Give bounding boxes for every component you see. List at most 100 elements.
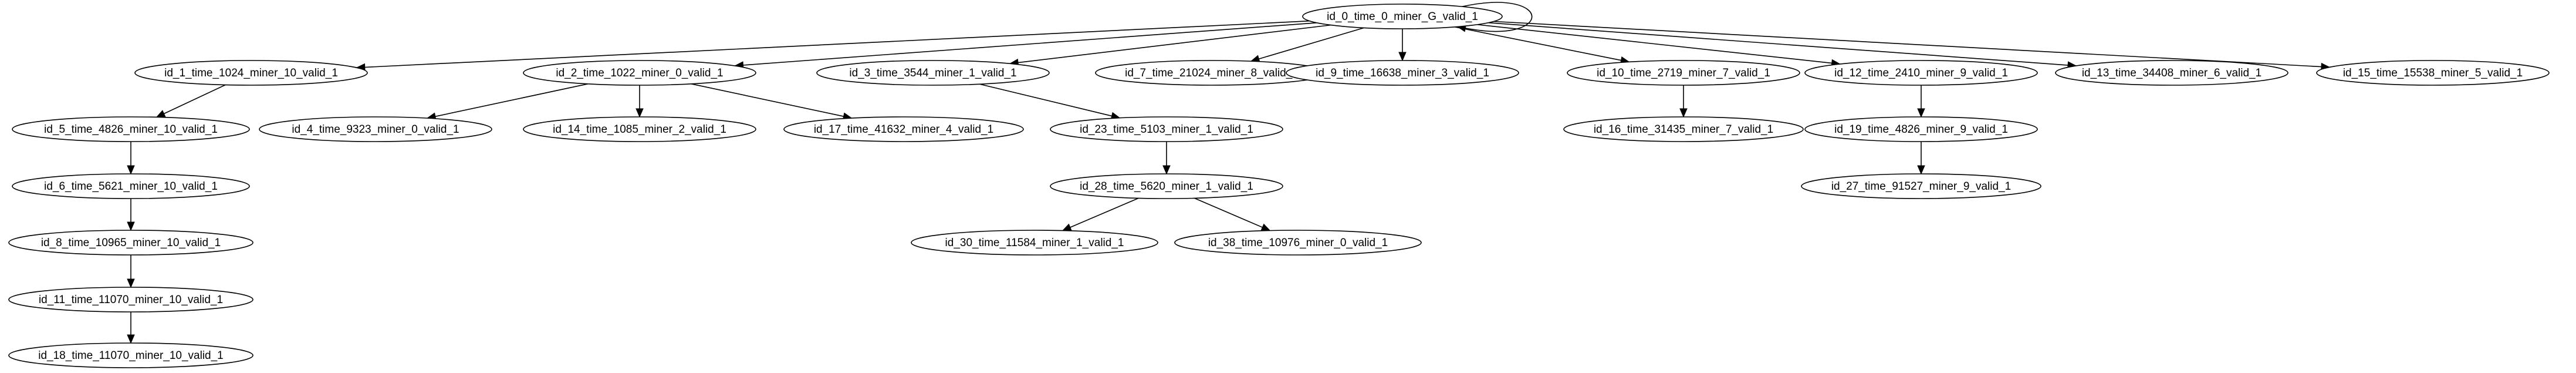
node-label: id_11_time_11070_miner_10_valid_1	[39, 294, 223, 306]
graph-node: id_6_time_5621_miner_10_valid_1	[12, 173, 250, 199]
nodes-layer: id_0_time_0_miner_G_valid_1 id_1_time_102…	[8, 4, 2550, 368]
edge-self-loop	[1462, 2, 1533, 32]
node-label: id_38_time_10976_miner_0_valid_1	[1208, 237, 1388, 249]
edge-n0-to-n12	[1477, 24, 1833, 64]
node-label: id_27_time_91527_miner_9_valid_1	[1831, 180, 2011, 193]
node-ellipse	[2055, 60, 2288, 86]
edge-n0-to-n10	[1455, 26, 1622, 61]
edge-arrowhead	[1917, 165, 1925, 175]
graph-node: id_16_time_31435_miner_7_valid_1	[1563, 116, 1804, 142]
graph-node: id_14_time_1085_miner_2_valid_1	[523, 116, 756, 142]
graph-node: id_0_time_0_miner_G_valid_1	[1302, 4, 1503, 29]
graph-node: id_18_time_11070_miner_10_valid_1	[8, 342, 253, 368]
graph-node: id_27_time_91527_miner_9_valid_1	[1801, 173, 2041, 199]
graph-node: id_28_time_5620_miner_1_valid_1	[1050, 173, 1283, 199]
node-ellipse	[1804, 60, 2038, 86]
node-label: id_23_time_5103_miner_1_valid_1	[1080, 123, 1253, 136]
node-ellipse	[523, 116, 756, 142]
node-label: id_7_time_21024_miner_8_valid_1	[1125, 67, 1299, 79]
node-ellipse	[12, 116, 250, 142]
graph-node: id_30_time_11584_miner_1_valid_1	[911, 230, 1158, 256]
node-ellipse	[134, 60, 368, 86]
node-ellipse	[1050, 173, 1283, 199]
node-ellipse	[1563, 116, 1804, 142]
node-label: id_5_time_4826_miner_10_valid_1	[44, 123, 218, 136]
edge-n0-to-n1	[363, 20, 1310, 68]
node-ellipse	[911, 230, 1158, 256]
node-label: id_2_time_1022_miner_0_valid_1	[556, 67, 723, 79]
node-ellipse	[1804, 116, 2038, 142]
graph-node: id_11_time_11070_miner_10_valid_1	[8, 287, 253, 312]
node-label: id_17_time_41632_miner_4_valid_1	[814, 123, 993, 136]
edge-arrowhead	[127, 278, 135, 288]
node-ellipse	[8, 230, 253, 256]
edge-n2-to-n17	[691, 83, 845, 117]
edges-layer	[127, 2, 2331, 344]
node-ellipse	[8, 287, 253, 312]
edge-n0-to-n7	[1257, 27, 1364, 60]
graph-node: id_3_time_3544_miner_1_valid_1	[816, 60, 1050, 86]
graph-node: id_9_time_16638_miner_3_valid_1	[1286, 60, 1519, 86]
graph-node: id_13_time_34408_miner_6_valid_1	[2055, 60, 2288, 86]
node-label: id_13_time_34408_miner_6_valid_1	[2082, 67, 2261, 79]
node-ellipse	[1302, 4, 1503, 29]
node-ellipse	[259, 116, 492, 142]
node-label: id_6_time_5621_miner_10_valid_1	[44, 180, 218, 193]
node-ellipse	[523, 60, 756, 86]
node-label: id_18_time_11070_miner_10_valid_1	[38, 350, 224, 362]
node-ellipse	[816, 60, 1050, 86]
node-ellipse	[1567, 60, 1800, 86]
edge-arrowhead	[127, 165, 135, 175]
node-ellipse	[1801, 173, 2041, 199]
node-label: id_10_time_2719_miner_7_valid_1	[1597, 67, 1770, 79]
edge-n28-to-n30	[1069, 197, 1139, 228]
edge-arrowhead	[1162, 165, 1171, 175]
edge-n3-to-n23	[979, 83, 1113, 117]
node-ellipse	[1174, 230, 1422, 256]
graph-node: id_17_time_41632_miner_4_valid_1	[783, 116, 1024, 142]
node-label: id_1_time_1024_miner_10_valid_1	[164, 67, 338, 79]
node-ellipse	[2316, 60, 2550, 86]
edge-arrowhead	[1679, 108, 1688, 118]
node-ellipse	[8, 342, 253, 368]
edge-arrowhead	[1260, 223, 1271, 231]
node-label: id_8_time_10965_miner_10_valid_1	[41, 237, 221, 249]
node-label: id_9_time_16638_miner_3_valid_1	[1316, 67, 1489, 79]
node-label: id_28_time_5620_miner_1_valid_1	[1080, 180, 1253, 193]
graph-node: id_12_time_2410_miner_9_valid_1	[1804, 60, 2038, 86]
edge-arrowhead	[1398, 52, 1407, 62]
edge-n0-to-n13	[1488, 22, 2070, 66]
edge-n0-to-n3	[1016, 24, 1331, 63]
graph-node: id_1_time_1024_miner_10_valid_1	[134, 60, 368, 86]
edge-arrowhead	[155, 110, 166, 118]
node-label: id_16_time_31435_miner_7_valid_1	[1594, 123, 1773, 136]
node-ellipse	[783, 116, 1024, 142]
node-label: id_12_time_2410_miner_9_valid_1	[1834, 67, 2008, 79]
node-label: id_15_time_15538_miner_5_valid_1	[2343, 67, 2523, 79]
graph-node: id_38_time_10976_miner_0_valid_1	[1174, 230, 1422, 256]
node-label: id_3_time_3544_miner_1_valid_1	[849, 67, 1016, 79]
edge-n1-to-n5	[163, 84, 226, 115]
edge-arrowhead	[1917, 108, 1925, 118]
edge-arrowhead	[1061, 223, 1072, 231]
graph-node: id_15_time_15538_miner_5_valid_1	[2316, 60, 2550, 86]
graph-node: id_10_time_2719_miner_7_valid_1	[1567, 60, 1800, 86]
graph-node: id_7_time_21024_miner_8_valid_1	[1095, 60, 1328, 86]
node-ellipse	[12, 173, 250, 199]
edge-n0-to-n15	[1493, 21, 2323, 68]
graph-node: id_8_time_10965_miner_10_valid_1	[8, 230, 253, 256]
node-label: id_4_time_9323_miner_0_valid_1	[292, 123, 459, 136]
node-label: id_30_time_11584_miner_1_valid_1	[945, 237, 1124, 249]
graph-node: id_19_time_4826_miner_9_valid_1	[1804, 116, 2038, 142]
graph-node: id_4_time_9323_miner_0_valid_1	[259, 116, 492, 142]
node-label: id_0_time_0_miner_G_valid_1	[1327, 11, 1478, 23]
node-ellipse	[1286, 60, 1519, 86]
graph-node: id_23_time_5103_miner_1_valid_1	[1050, 116, 1283, 142]
edge-arrowhead	[635, 108, 644, 118]
edge-n0-to-n2	[742, 22, 1317, 66]
edge-arrowhead	[127, 334, 135, 344]
edge-arrowhead	[127, 221, 135, 231]
node-ellipse	[1050, 116, 1283, 142]
graph-node: id_5_time_4826_miner_10_valid_1	[12, 116, 250, 142]
